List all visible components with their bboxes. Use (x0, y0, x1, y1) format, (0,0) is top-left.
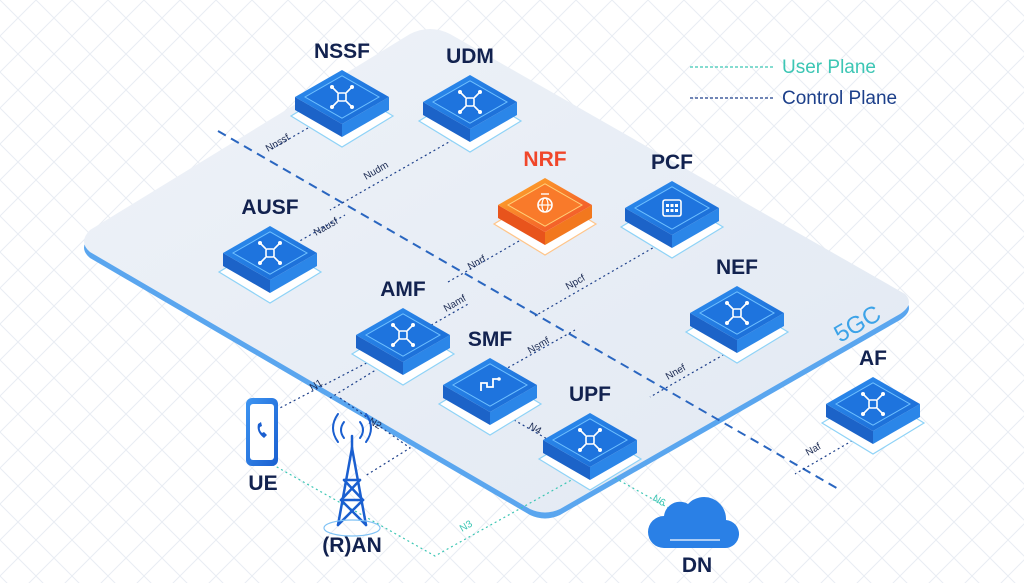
5gc-platform (84, 29, 909, 519)
smf-node[interactable]: SMF (437, 328, 543, 436)
upf-label: UPF (569, 383, 611, 406)
udm-node[interactable]: UDM (417, 45, 523, 153)
af-label: AF (859, 347, 887, 370)
cloud-icon (648, 497, 740, 549)
upf-node[interactable]: UPF (537, 383, 643, 491)
nef-label: NEF (716, 256, 758, 279)
legend-user-plane-label: User Plane (782, 57, 876, 78)
network-hub-icon (330, 85, 354, 109)
nrf-label: NRF (523, 148, 566, 171)
amf-node[interactable]: AMF (350, 278, 456, 386)
amf-label: AMF (380, 278, 426, 301)
smf-label: SMF (468, 328, 513, 351)
pcf-node[interactable]: PCF (619, 151, 725, 259)
nef-node[interactable]: NEF (684, 256, 790, 364)
network-hub-icon (725, 301, 749, 325)
nssf-node[interactable]: NSSF (289, 40, 395, 148)
dn-node[interactable]: DN (648, 497, 740, 577)
nssf-label: NSSF (314, 40, 370, 63)
pcf-label: PCF (651, 151, 693, 174)
ausf-node[interactable]: AUSF (217, 196, 323, 304)
network-hub-icon (861, 392, 885, 416)
legend: User Plane Control Plane (690, 57, 897, 109)
network-hub-icon (258, 241, 282, 265)
dn-label: DN (682, 554, 712, 577)
chip-icon (480, 377, 501, 391)
ran-label: (R)AN (322, 534, 381, 557)
af-node[interactable]: AF (820, 347, 926, 455)
ausf-label: AUSF (241, 196, 298, 219)
ue-label: UE (248, 472, 277, 495)
legend-control-plane-label: Control Plane (782, 88, 897, 109)
ue-node[interactable]: UE (246, 398, 278, 495)
network-hub-icon (458, 90, 482, 114)
network-hub-icon (578, 428, 602, 452)
smartphone-icon (246, 398, 278, 466)
udm-label: UDM (446, 45, 494, 68)
nrf-node[interactable]: NRF (492, 148, 598, 256)
calculator-icon (662, 199, 682, 217)
cell-tower-icon (323, 413, 381, 537)
ran-node[interactable]: (R)AN (322, 413, 382, 557)
globe-icon (537, 193, 553, 213)
network-hub-icon (391, 323, 415, 347)
